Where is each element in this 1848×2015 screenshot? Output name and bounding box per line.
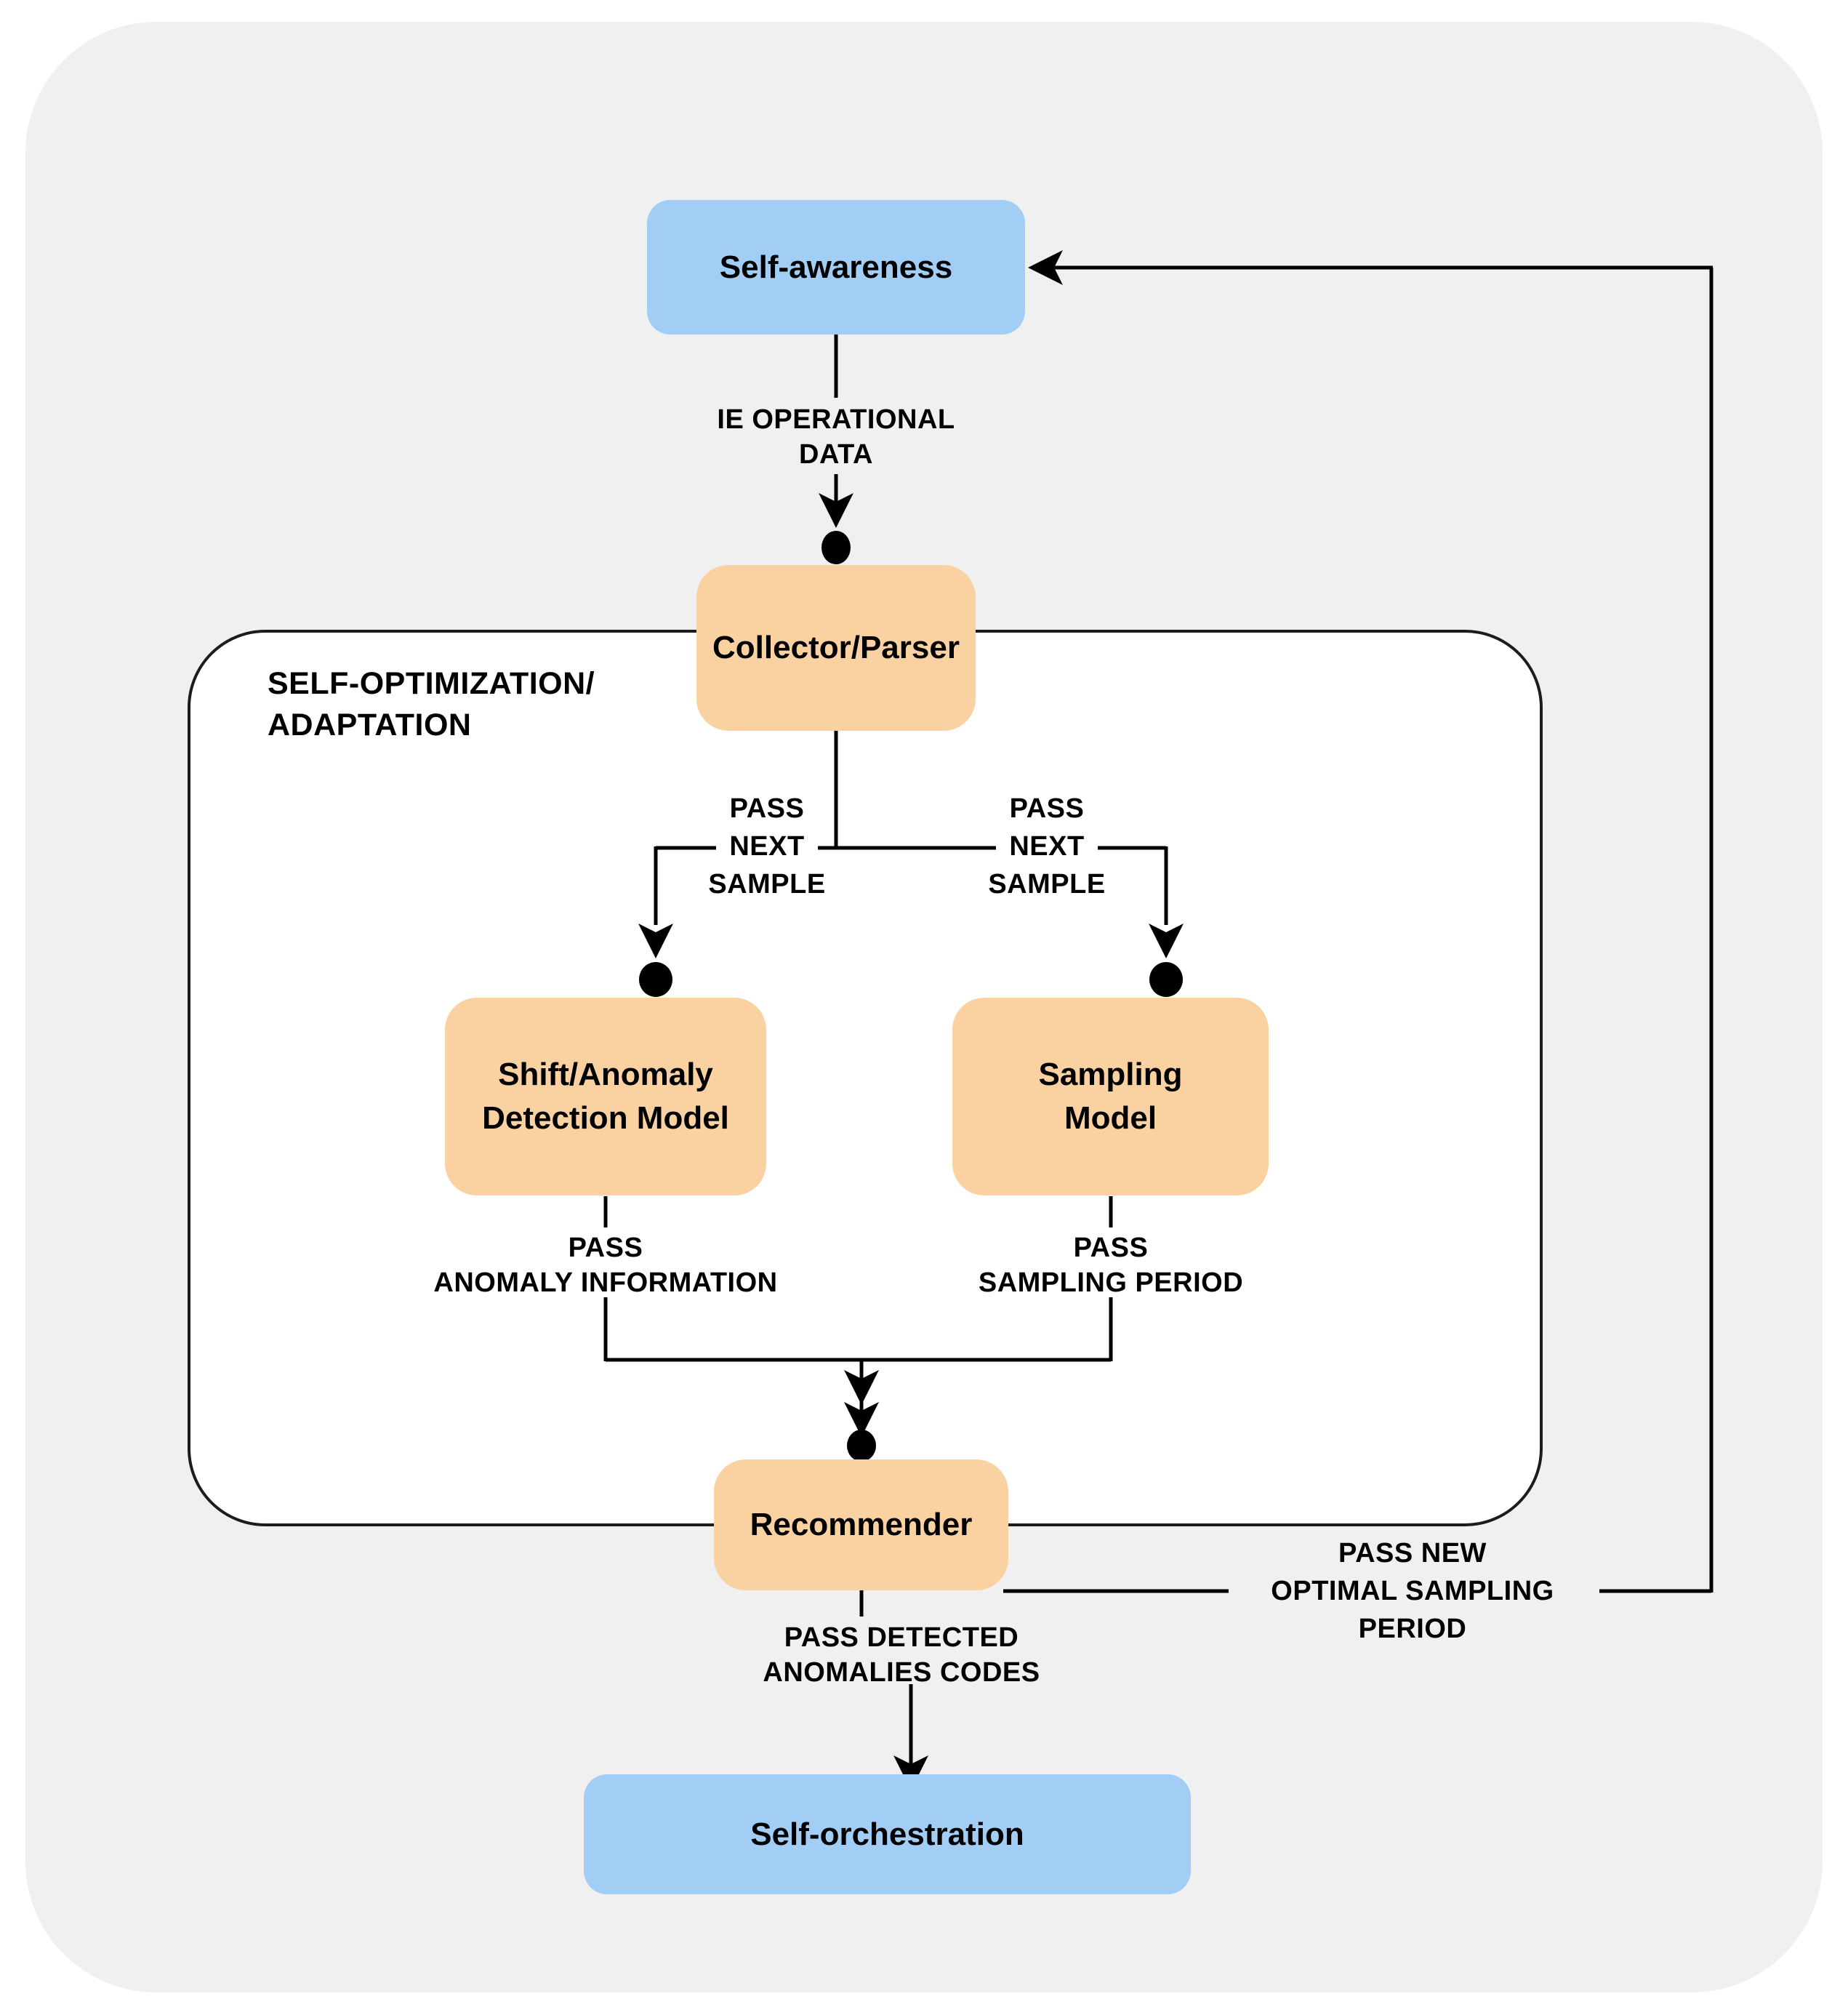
junction-dot (847, 1430, 876, 1462)
node-label: Self-awareness (719, 249, 953, 285)
edge-label-pass-sampling-period: PASS SAMPLING PERIOD (979, 1230, 1243, 1300)
edge-label-line: ANOMALY INFORMATION (433, 1267, 778, 1298)
node-label: Self-orchestration (750, 1816, 1024, 1852)
edge-label-line: PASS (568, 1233, 643, 1263)
node-self-orchestration: Self-orchestration (584, 1774, 1191, 1894)
edge-label-line: PASS DETECTED (784, 1622, 1019, 1653)
node-label: Recommender (750, 1507, 973, 1542)
arrowhead-down-icon (844, 1402, 879, 1437)
edge-label-line: PERIOD (1358, 1614, 1467, 1644)
edge-label-line: NEXT (729, 831, 805, 862)
edge-label-pass-detected-anomalies-codes: PASS DETECTED ANOMALIES CODES (763, 1620, 1040, 1690)
edge-label-pass-new-optimal-sampling-period: PASS NEW OPTIMAL SAMPLING PERIOD (1271, 1534, 1554, 1648)
node-label-line: Sampling (1038, 1057, 1183, 1092)
arrowhead-down-icon (893, 1755, 928, 1790)
edge-label-line: PASS (1073, 1233, 1149, 1263)
node-sampling-model: Sampling Model (952, 998, 1269, 1195)
arrowhead-left-icon (1028, 250, 1063, 285)
edge-label-line: PASS (729, 793, 805, 824)
node-label-line: Model (1064, 1100, 1157, 1136)
arrowhead-down-icon (844, 1370, 879, 1405)
edge-label-line: SAMPLING PERIOD (978, 1267, 1244, 1298)
node-collector-parser: Collector/Parser (696, 565, 976, 731)
node-label-line: Shift/Anomaly (498, 1057, 713, 1092)
arrowhead-down-icon (638, 924, 673, 958)
node-self-awareness: Self-awareness (647, 200, 1025, 335)
edge-label-pass-next-sample-right: PASS NEXT SAMPLE (988, 790, 1105, 903)
edge-label-line: PASS NEW (1338, 1538, 1487, 1569)
arrowhead-down-icon (819, 493, 853, 528)
edge-label-line: SAMPLE (708, 869, 826, 900)
node-label-line: Detection Model (482, 1100, 729, 1136)
edge-label-line: PASS (1009, 793, 1085, 824)
arrowhead-down-icon (1149, 924, 1184, 958)
edge-label-line: NEXT (1009, 831, 1085, 862)
edge-label-line: OPTIMAL SAMPLING (1271, 1576, 1554, 1606)
container-title-line: ADAPTATION (268, 708, 472, 742)
edge-label-line: SAMPLE (988, 869, 1106, 900)
edge-label-pass-anomaly-information: PASS ANOMALY INFORMATION (433, 1230, 777, 1300)
container-title: SELF-OPTIMIZATION/ ADAPTATION (268, 663, 595, 746)
node-shift-anomaly-detection-model: Shift/Anomaly Detection Model (445, 998, 766, 1195)
container-title-line: SELF-OPTIMIZATION/ (268, 666, 595, 701)
junction-dot (821, 531, 851, 564)
junction-dot (639, 962, 672, 997)
edge-label-line: IE OPERATIONAL (717, 404, 955, 435)
junction-dot (1149, 962, 1183, 997)
edge-label-line: DATA (799, 439, 873, 470)
edge-label-pass-next-sample-left: PASS NEXT SAMPLE (708, 790, 825, 903)
node-label: Collector/Parser (712, 630, 960, 665)
edge-label-line: ANOMALIES CODES (763, 1657, 1040, 1688)
edge-label-ie-operational-data: IE OPERATIONAL DATA (717, 402, 955, 472)
node-recommender: Recommender (714, 1459, 1008, 1590)
